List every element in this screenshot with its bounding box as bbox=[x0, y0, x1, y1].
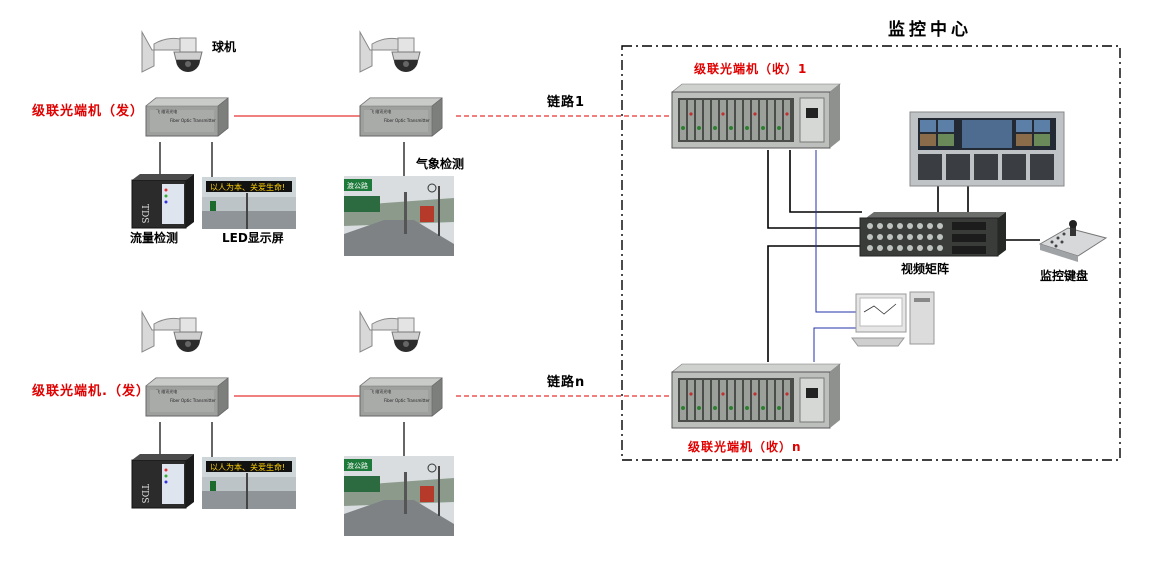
traffic-detector-icon bbox=[131, 173, 195, 229]
keyboard-controller-icon bbox=[1038, 220, 1108, 262]
keyboard-label: 监控键盘 bbox=[1040, 269, 1089, 283]
dome-camera-icon bbox=[359, 311, 421, 353]
fiber-transmitter-icon bbox=[145, 377, 229, 417]
receiver-top-label: 级联光端机（收）1 bbox=[694, 62, 808, 76]
video-wall-icon bbox=[909, 111, 1065, 187]
dome-camera-icon bbox=[359, 31, 421, 73]
fiber-transmitter-icon bbox=[359, 377, 443, 417]
dome-camera-label: 球机 bbox=[212, 40, 237, 54]
link-n-label: 链路n bbox=[547, 375, 586, 390]
led-screen-icon bbox=[202, 177, 296, 229]
fiber-transmitter-icon bbox=[145, 97, 229, 137]
receiver-bottom-label: 级联光端机（收）n bbox=[688, 440, 802, 454]
monitoring-center-title: 监控中心 bbox=[888, 20, 972, 40]
traffic-detector-label: 流量检测 bbox=[130, 231, 179, 245]
traffic-detector-icon bbox=[131, 453, 195, 509]
link-1-label: 链路1 bbox=[547, 95, 586, 110]
transmitter-bottom-label: 级联光端机.（发） bbox=[32, 384, 150, 399]
data-wiring bbox=[813, 150, 856, 362]
weather-station-photo-icon bbox=[343, 175, 455, 257]
rack-receiver-icon bbox=[671, 363, 841, 429]
pc-workstation-icon bbox=[851, 291, 935, 347]
weather-station-photo-icon bbox=[343, 455, 455, 537]
led-screen-label: LED显示屏 bbox=[222, 231, 284, 245]
video-matrix-label: 视频矩阵 bbox=[901, 262, 950, 276]
video-wiring bbox=[767, 150, 1040, 362]
transmitter-top-label: 级联光端机（发） bbox=[32, 104, 145, 119]
led-screen-icon bbox=[202, 457, 296, 509]
dome-camera-icon bbox=[141, 31, 203, 73]
video-matrix-icon bbox=[859, 212, 1006, 257]
dome-camera-icon bbox=[141, 311, 203, 353]
fiber-transmitter-icon bbox=[359, 97, 443, 137]
monitoring-center-boundary bbox=[621, 45, 1121, 461]
rack-receiver-icon bbox=[671, 83, 841, 149]
weather-label: 气象检测 bbox=[416, 157, 465, 171]
